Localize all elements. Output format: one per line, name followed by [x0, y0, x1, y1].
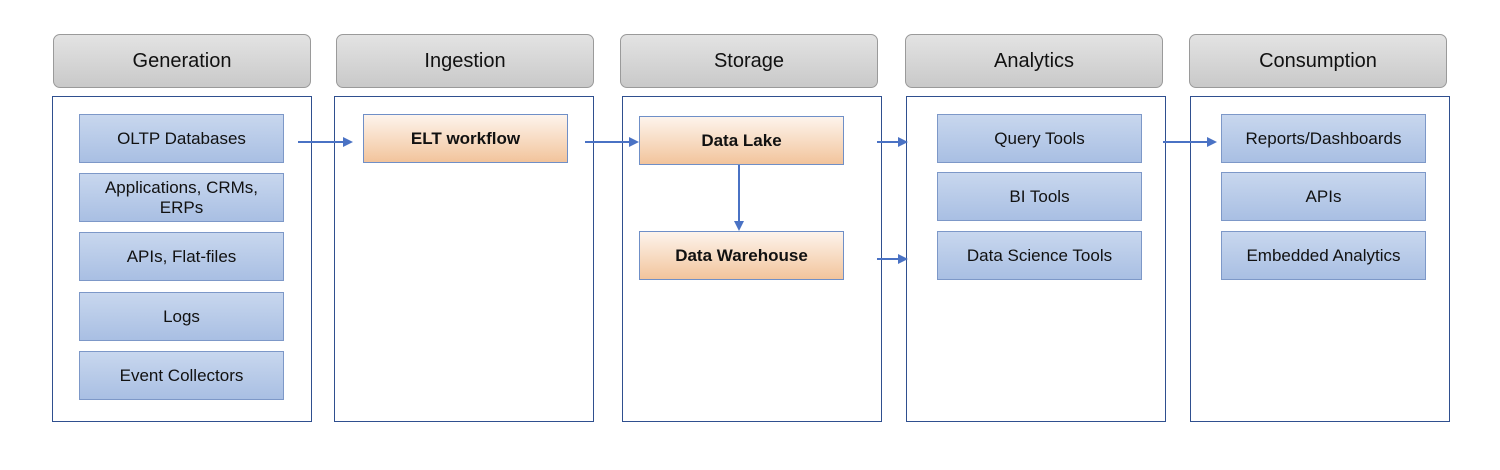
stage-header-storage: Storage — [620, 34, 878, 88]
node-elt-workflow: ELT workflow — [363, 114, 568, 163]
stage-header-generation: Generation — [53, 34, 311, 88]
stage-header-ingestion: Ingestion — [336, 34, 594, 88]
node-apis-flat-files: APIs, Flat-files — [79, 232, 284, 281]
stage-header-consumption: Consumption — [1189, 34, 1447, 88]
node-data-lake: Data Lake — [639, 116, 844, 165]
node-reports-dashboards: Reports/Dashboards — [1221, 114, 1426, 163]
node-applications-crms-erps: Applications, CRMs, ERPs — [79, 173, 284, 222]
node-data-science-tools: Data Science Tools — [937, 231, 1142, 280]
node-apis: APIs — [1221, 172, 1426, 221]
node-oltp-databases: OLTP Databases — [79, 114, 284, 163]
node-logs: Logs — [79, 292, 284, 341]
node-embedded-analytics: Embedded Analytics — [1221, 231, 1426, 280]
stage-header-analytics: Analytics — [905, 34, 1163, 88]
node-event-collectors: Event Collectors — [79, 351, 284, 400]
node-bi-tools: BI Tools — [937, 172, 1142, 221]
node-query-tools: Query Tools — [937, 114, 1142, 163]
node-data-warehouse: Data Warehouse — [639, 231, 844, 280]
